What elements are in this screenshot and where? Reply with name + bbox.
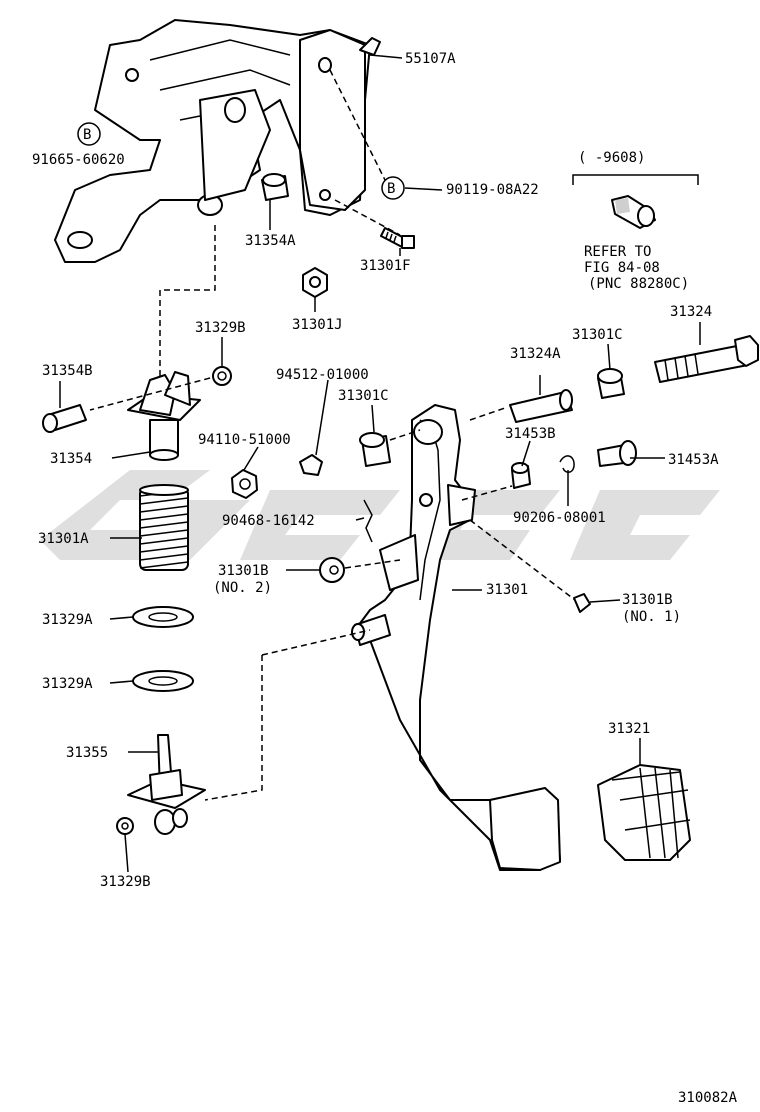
label-31301A: 31301A xyxy=(38,531,89,547)
spring-31301A xyxy=(139,484,189,571)
label-31324: 31324 xyxy=(670,304,712,320)
label-55107A: 55107A xyxy=(405,51,456,67)
pedal-bracket xyxy=(54,19,381,263)
label-31301F: 31301F xyxy=(360,258,411,274)
label-90119-08A22: 90119-08A22 xyxy=(446,182,539,198)
label-31301J: 31301J xyxy=(292,317,343,333)
bushing-31354A xyxy=(261,173,289,201)
label-no2: (NO. 2) xyxy=(213,580,272,596)
label-94110-51000: 94110-51000 xyxy=(198,432,291,448)
clip-94512 xyxy=(299,454,323,476)
rod-31355 xyxy=(127,734,206,835)
label-no1: (NO. 1) xyxy=(622,609,681,625)
label-31321: 31321 xyxy=(608,721,650,737)
label-refer-to: REFER TO xyxy=(584,244,651,260)
clevis-31354 xyxy=(127,371,201,461)
label-pnc-88280c: (PNC 88280C) xyxy=(588,276,689,292)
part-labels: 55107A 91665-60620 90119-08A22 ( -9608) … xyxy=(32,51,738,1106)
label-91665-60620: 91665-60620 xyxy=(32,152,125,168)
label-31329A-upper: 31329A xyxy=(42,612,93,628)
nut-94110 xyxy=(231,469,258,499)
label-31354: 31354 xyxy=(50,451,92,467)
clip-31329B-top xyxy=(212,366,232,386)
label-31453B: 31453B xyxy=(505,426,556,442)
bushing-31453B xyxy=(511,462,531,489)
bolt-31324 xyxy=(654,335,759,383)
clip-90206 xyxy=(559,455,575,473)
pedal-arm-31301 xyxy=(351,404,561,871)
washer-31329A-upper xyxy=(132,606,194,628)
label-31329B-bottom: 31329B xyxy=(100,874,151,890)
label-31301: 31301 xyxy=(486,582,528,598)
label-31324A: 31324A xyxy=(510,346,561,362)
label-31301B-no2: 31301B xyxy=(218,563,269,579)
label-31329B-top: 31329B xyxy=(195,320,246,336)
label-31354B: 31354B xyxy=(42,363,93,379)
label-94512-01000: 94512-01000 xyxy=(276,367,369,383)
leader-lines xyxy=(59,54,701,873)
pin-90468 xyxy=(363,499,373,543)
bumper-31301B-no1 xyxy=(573,593,591,613)
marker-b-left-text: B xyxy=(83,127,91,143)
marker-b-right: B xyxy=(381,176,405,200)
label-31301B-no1: 31301B xyxy=(622,592,673,608)
bumper-31301B-no2 xyxy=(319,557,345,583)
washer-31329A-lower xyxy=(132,670,194,692)
bushing-31301C-mid xyxy=(359,432,391,467)
marker-b-left: B xyxy=(77,122,101,146)
pin-31354B xyxy=(42,404,87,433)
assembly-lines xyxy=(89,69,576,801)
collar-31324A xyxy=(509,389,573,423)
nut-31301J xyxy=(302,267,328,298)
label-31453A: 31453A xyxy=(668,452,719,468)
clip-31329B-bottom xyxy=(116,817,134,835)
label-90206-08001: 90206-08001 xyxy=(513,510,606,526)
bushing-31301C-top xyxy=(597,368,625,399)
bolt-31301F xyxy=(380,227,415,249)
label-fig-84-08: FIG 84-08 xyxy=(584,260,660,276)
label-9608: ( -9608) xyxy=(578,150,645,166)
pedal-pad-31321 xyxy=(597,764,691,861)
bolt-31453A xyxy=(597,440,637,467)
marker-b-right-text: B xyxy=(387,181,395,197)
label-31329A-lower: 31329A xyxy=(42,676,93,692)
label-31301C-top: 31301C xyxy=(572,327,623,343)
label-31355: 31355 xyxy=(66,745,108,761)
label-31301C-mid: 31301C xyxy=(338,388,389,404)
stop-switch xyxy=(572,174,699,229)
figure-number: 310082A xyxy=(678,1090,738,1106)
label-90468-16142: 90468-16142 xyxy=(222,513,315,529)
label-31354A: 31354A xyxy=(245,233,296,249)
